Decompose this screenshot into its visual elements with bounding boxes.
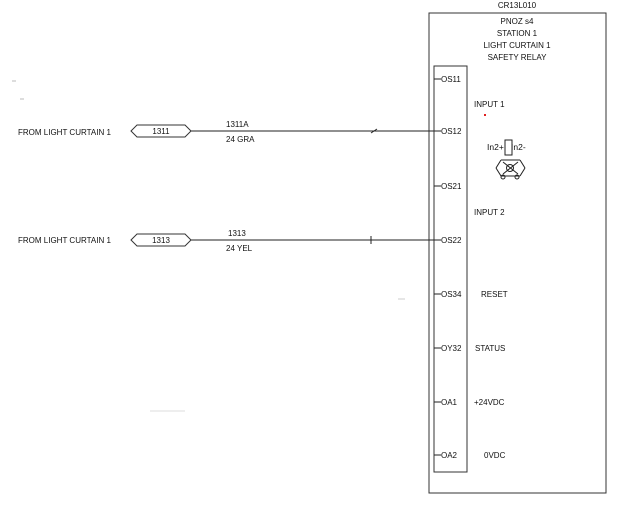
terminal-label: OS12 (441, 127, 462, 136)
wire-number: 1313 (228, 229, 246, 238)
terminal-desc: 0VDC (484, 451, 506, 460)
terminal-os21[interactable]: OS21 (434, 182, 462, 191)
terminal-desc: STATUS (475, 344, 505, 353)
terminal-oa2[interactable]: OA2 0VDC (434, 451, 506, 460)
wire-tick-mark (370, 128, 378, 134)
symbol-right-label: In2- (511, 142, 526, 152)
device-curtain: LIGHT CURTAIN 1 (483, 41, 551, 50)
terminal-desc: INPUT 2 (474, 208, 505, 217)
terminal-label: OY32 (441, 344, 462, 353)
device-tag: CR13L010 (498, 1, 537, 10)
terminal-oy32[interactable]: OY32 STATUS (434, 344, 505, 353)
terminal-os11[interactable]: OS11 (434, 75, 461, 84)
terminal-strip (433, 65, 468, 473)
device-station: STATION 1 (497, 29, 538, 38)
wire-spec: 24 GRA (226, 135, 255, 144)
wire-source-label: FROM LIGHT CURTAIN 1 (18, 236, 111, 245)
symbol-left-label: In2+ (487, 142, 504, 152)
device-outline (428, 12, 607, 494)
wire-1311: FROM LIGHT CURTAIN 1 1311 1311A 24 GRA (18, 120, 441, 144)
device-model: PNOZ s4 (501, 17, 534, 26)
device-function: SAFETY RELAY (488, 53, 548, 62)
terminal-os12[interactable]: OS12 INPUT 1 (434, 100, 505, 136)
marker-dot (484, 114, 486, 116)
terminal-label: OS34 (441, 290, 462, 299)
input-symbol-icon: In2+ In2- (487, 139, 526, 180)
terminals-group: OS11 OS12 INPUT 1 OS21 OS22 INPUT 2 OS34… (434, 75, 508, 460)
wire-spec: 24 YEL (226, 244, 253, 253)
terminal-label: OS22 (441, 236, 462, 245)
terminal-label: OS21 (441, 182, 462, 191)
wire-ref: 1311 (152, 127, 170, 136)
wire-1313: FROM LIGHT CURTAIN 1 1313 1313 24 YEL (18, 229, 441, 253)
terminal-label: OA2 (441, 451, 458, 460)
terminal-label: OS11 (441, 75, 461, 84)
terminal-os34[interactable]: OS34 RESET (434, 290, 508, 299)
terminal-oa1[interactable]: OA1 +24VDC (434, 398, 505, 407)
terminal-label: OA1 (441, 398, 458, 407)
terminal-os22[interactable]: OS22 INPUT 2 (434, 208, 505, 245)
wire-source-label: FROM LIGHT CURTAIN 1 (18, 128, 111, 137)
terminal-desc: INPUT 1 (474, 100, 505, 109)
terminal-desc: +24VDC (474, 398, 505, 407)
wire-number: 1311A (226, 120, 249, 129)
terminal-desc: RESET (481, 290, 508, 299)
wire-ref: 1313 (152, 236, 170, 245)
